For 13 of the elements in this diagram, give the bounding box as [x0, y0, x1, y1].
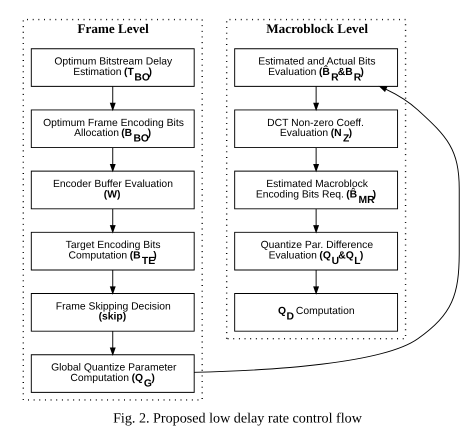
arrow [193, 86, 460, 373]
arrow [109, 270, 116, 295]
arrow [109, 147, 116, 172]
arrow [312, 208, 319, 234]
arrow [312, 86, 319, 112]
arrow [312, 147, 319, 172]
node-box: Encoder Buffer Evaluation (W) [30, 170, 194, 210]
arrow [312, 270, 319, 295]
caption: Fig. 2. Proposed low delay rate control flow [112, 410, 362, 427]
arrow [109, 86, 116, 112]
arrow [109, 330, 116, 356]
arrow [109, 208, 116, 234]
node-box: Frame Skipping Decision (skip) [30, 293, 194, 332]
